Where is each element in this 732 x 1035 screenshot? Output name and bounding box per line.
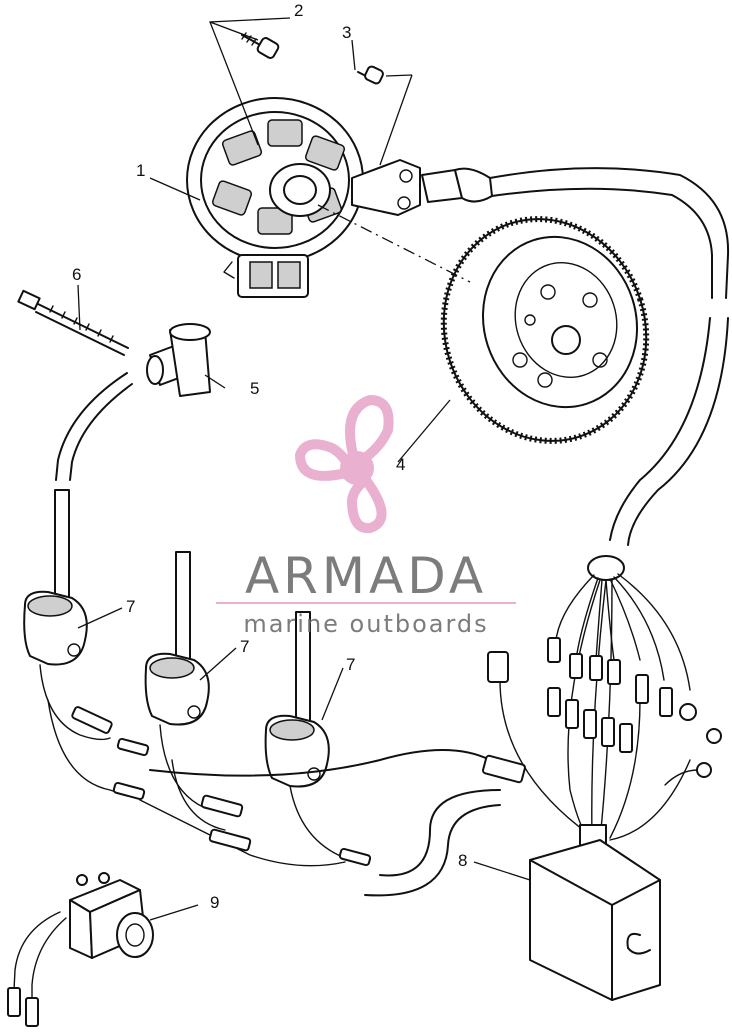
stator-screw [241,32,280,59]
callout-1: 1 [136,161,145,180]
stator-screw-short [357,65,384,85]
callout-7a: 7 [126,597,135,616]
brand-name: ARMADA [245,547,487,605]
callout-7c: 7 [346,655,355,674]
stator-cable [351,159,730,546]
assembly-axis-line [317,204,471,283]
starter-solenoid [7,872,154,1027]
stator-coils [211,119,346,235]
callout-5: 5 [250,379,259,398]
callout-labels: 1 2 3 4 5 6 7 7 7 8 9 [72,1,467,912]
ht-leads [54,372,311,723]
spark-plug-cap [146,323,211,397]
armada-watermark: ARMADA marine outboards [216,395,516,638]
propeller-logo-icon [295,395,394,534]
callout-2: 2 [294,1,303,20]
callout-6: 6 [72,265,81,284]
harness-breakout [487,555,722,841]
ignition-coil-3 [264,714,330,788]
cable-tie [17,289,129,356]
callout-9: 9 [210,893,219,912]
leader-lines [77,17,531,921]
brand-tagline: marine outboards [243,610,488,638]
ignition-coil-2 [144,652,210,726]
cdi-module [529,824,661,1001]
callout-3: 3 [342,23,351,42]
callout-7b: 7 [240,637,249,656]
stator-assembly [186,97,364,298]
main-harness [149,749,526,897]
callout-8: 8 [458,851,467,870]
flywheel [440,216,650,444]
callout-4: 4 [396,455,405,474]
ignition-coil-1 [23,590,88,666]
coil-wiring [39,664,372,867]
